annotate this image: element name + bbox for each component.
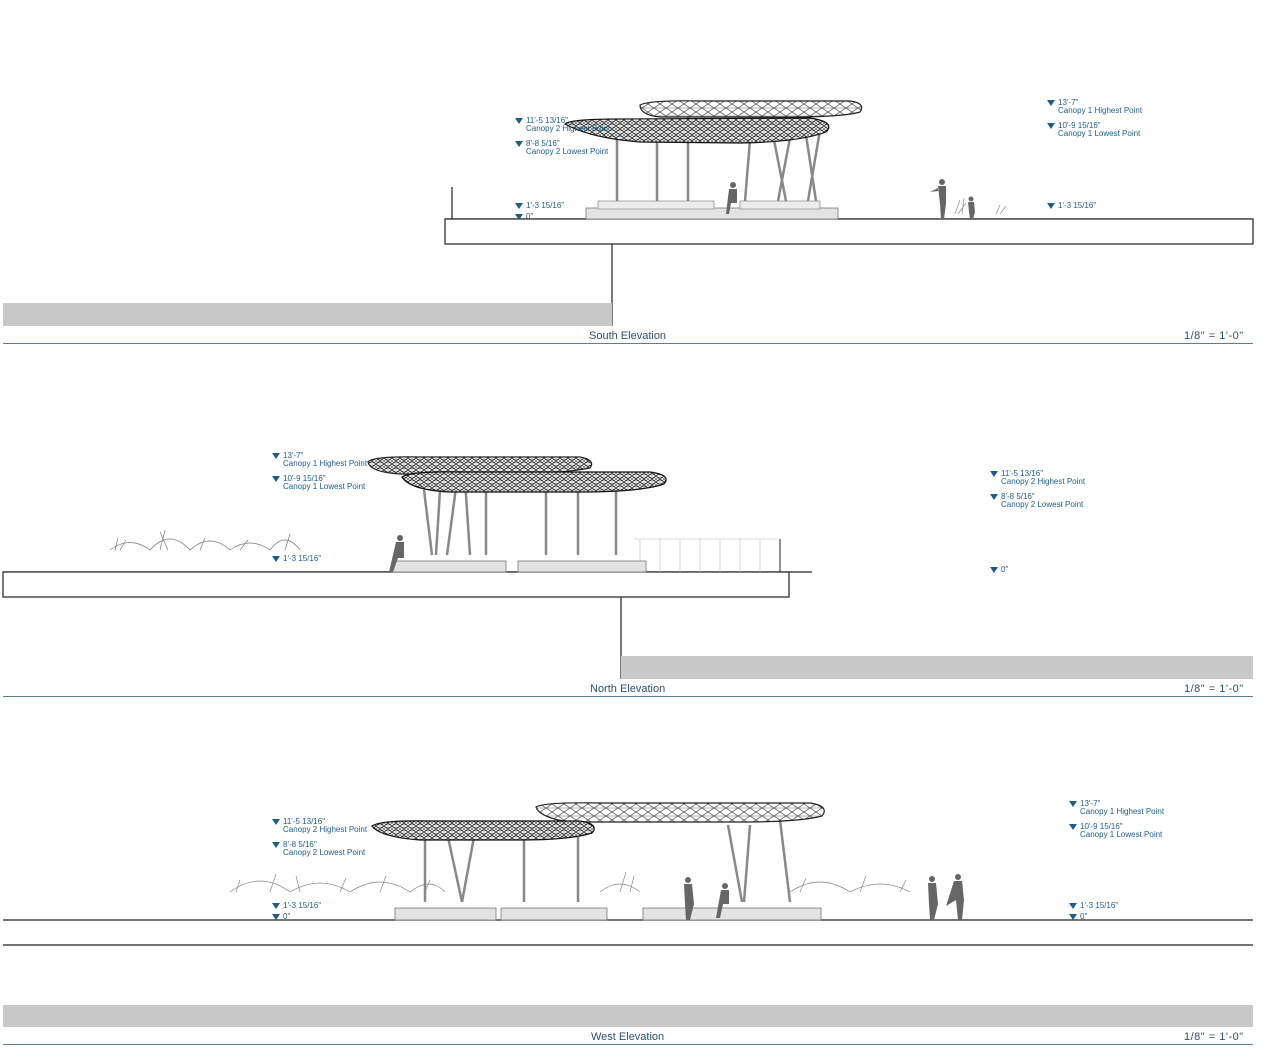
north-grade-band <box>621 656 1253 679</box>
west-label-canopy1-low: 10'-9 15/16"Canopy 1 Lowest Point <box>1069 823 1162 839</box>
north-canopy-1 <box>367 456 593 475</box>
west-bench-3 <box>642 907 822 921</box>
north-bench-1 <box>391 560 507 573</box>
north-canopy-2 <box>401 471 667 493</box>
west-label-canopy2-high: 11'-5 13/16"Canopy 2 Highest Point <box>272 818 367 834</box>
north-slab <box>2 571 790 598</box>
south-people <box>726 179 975 219</box>
west-label-canopy1-high: 13'-7"Canopy 1 Highest Point <box>1069 800 1164 816</box>
south-elevation-drawing <box>3 100 1254 326</box>
north-rail <box>634 538 780 572</box>
south-bench <box>585 207 839 220</box>
west-label-step-right: 1'-3 15/16" <box>1069 902 1118 910</box>
north-title-rule <box>3 696 1253 697</box>
west-elevation-drawing <box>3 802 1253 1027</box>
west-grade-band <box>3 1005 1253 1027</box>
south-label-canopy2-low: 8'-8 5/16"Canopy 2 Lowest Point <box>515 140 608 156</box>
north-person <box>389 535 404 572</box>
west-scale: 1/8" = 1'-0" <box>1184 1031 1244 1043</box>
north-plants <box>109 529 301 551</box>
south-title-rule <box>3 343 1253 344</box>
west-elevation-panel: 11'-5 13/16"Canopy 2 Highest Point 8'-8 … <box>0 700 1280 1059</box>
south-canopy-2 <box>564 117 830 144</box>
south-label-step: 1'-3 15/16" <box>515 202 564 210</box>
north-bench-2 <box>517 560 647 573</box>
south-elevation-title: South Elevation <box>589 330 667 342</box>
west-bench-1 <box>394 907 497 921</box>
south-slab <box>444 218 1254 245</box>
north-label-canopy2-low: 8'-8 5/16"Canopy 2 Lowest Point <box>990 493 1083 509</box>
west-elevation-title: West Elevation <box>591 1031 665 1043</box>
south-label-canopy1-low: 10'-9 15/16"Canopy 1 Lowest Point <box>1047 122 1140 138</box>
north-label-canopy1-low: 10'-9 15/16"Canopy 1 Lowest Point <box>272 475 365 491</box>
north-elevation-title: North Elevation <box>590 683 666 695</box>
south-label-zero: 0" <box>515 213 533 221</box>
north-scale: 1/8" = 1'-0" <box>1184 683 1244 695</box>
north-label-step: 1'-3 15/16" <box>272 555 321 563</box>
north-label-zero: 0" <box>990 566 1008 574</box>
south-plants <box>954 197 1007 215</box>
west-bench-2 <box>500 907 608 921</box>
west-columns <box>423 819 792 903</box>
south-elevation-panel: 11'-5 13/16"Canopy 2 Highest Point 8'-8 … <box>0 0 1280 350</box>
south-grade-band <box>3 303 612 326</box>
south-canopy-1 <box>639 100 863 118</box>
west-canopy-2 <box>371 820 595 841</box>
west-people <box>684 874 964 920</box>
south-label-canopy1-high: 13'-7"Canopy 1 Highest Point <box>1047 99 1142 115</box>
north-label-canopy1-high: 13'-7"Canopy 1 Highest Point <box>272 452 367 468</box>
north-elevation-panel: 13'-7"Canopy 1 Highest Point 10'-9 15/16… <box>0 350 1280 700</box>
north-label-canopy2-high: 11'-5 13/16"Canopy 2 Highest Point <box>990 470 1085 486</box>
south-scale: 1/8" = 1'-0" <box>1184 330 1244 342</box>
west-label-step: 1'-3 15/16" <box>272 902 321 910</box>
south-label-canopy2-high: 11'-5 13/16"Canopy 2 Highest Point <box>515 117 610 133</box>
west-title-rule <box>3 1044 1253 1045</box>
west-label-zero-right: 0" <box>1069 913 1087 921</box>
west-label-zero: 0" <box>272 913 290 921</box>
south-label-step-right: 1'-3 15/16" <box>1047 202 1096 210</box>
west-canopy-1 <box>535 802 825 823</box>
north-elevation-drawing <box>2 456 1253 679</box>
west-plants <box>229 871 911 893</box>
west-label-canopy2-low: 8'-8 5/16"Canopy 2 Lowest Point <box>272 841 365 857</box>
